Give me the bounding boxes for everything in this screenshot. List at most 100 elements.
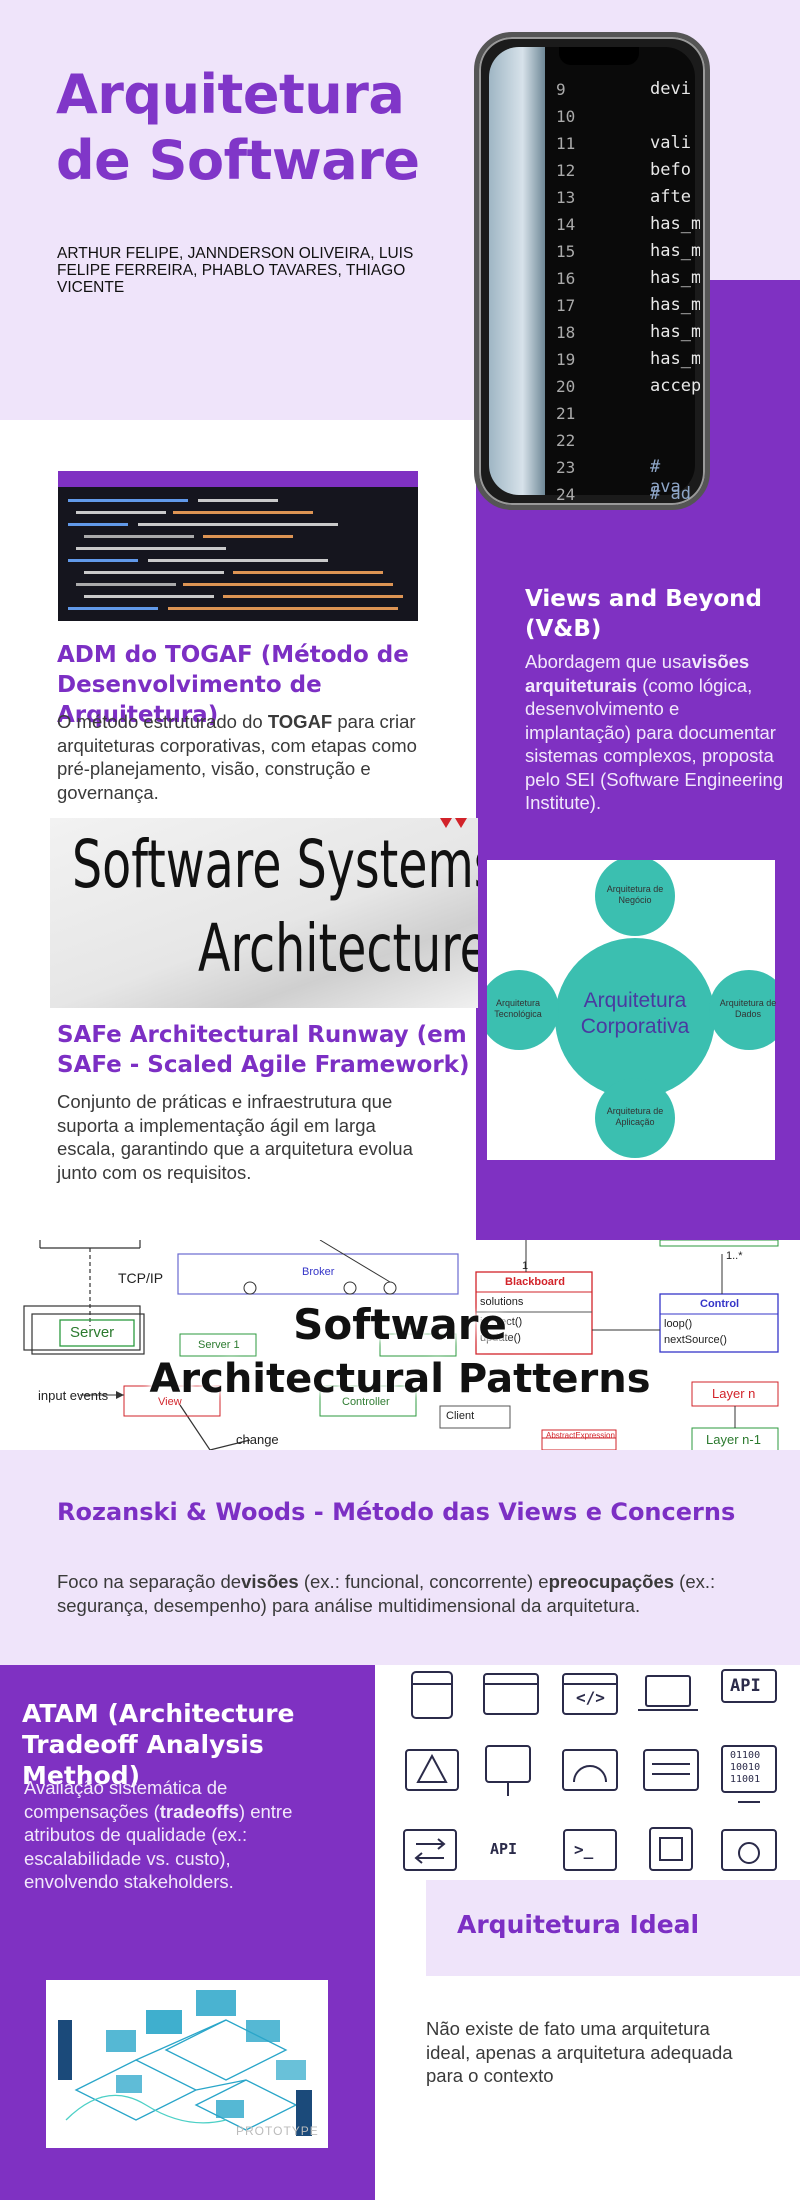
rozanski-text-mid: (ex.: funcional, concorrente) e bbox=[298, 1571, 549, 1592]
label-layer-n1: Layer n-1 bbox=[706, 1432, 761, 1447]
book-cover-image: Software Systems Architecture bbox=[50, 818, 478, 1008]
prompt-icon-label: >_ bbox=[574, 1840, 594, 1859]
title-line-2: de Software bbox=[56, 129, 420, 192]
label-next-source: nextSource() bbox=[664, 1334, 727, 1346]
togaf-text-bold: TOGAF bbox=[267, 711, 333, 732]
phone-screen bbox=[489, 47, 695, 495]
togaf-text-pre: O método estruturado do bbox=[57, 711, 268, 732]
vb-text-pre: Abordagem que usa bbox=[525, 651, 692, 672]
label-controller: Controller bbox=[342, 1396, 390, 1408]
ideal-text: Não existe de fato uma arquitetura ideal… bbox=[426, 2018, 733, 2086]
atam-text-post: ) entre atributos de qualidade (ex.: esc… bbox=[24, 1800, 293, 1893]
image-top-bar bbox=[58, 471, 418, 487]
rozanski-text: Foco na separação devisões (ex.: funcion… bbox=[57, 1570, 777, 1617]
label-server: Server bbox=[70, 1324, 115, 1341]
phone-code-line: has_m bbox=[650, 322, 700, 342]
phone-code-line: has_m bbox=[650, 349, 700, 369]
label-view: View bbox=[158, 1396, 182, 1408]
binary-line-3: 11001 bbox=[730, 1774, 761, 1785]
atam-text-bold: tradeoffs bbox=[159, 1800, 239, 1822]
phone-line-number: 20 bbox=[556, 377, 576, 396]
phone-image bbox=[474, 32, 710, 510]
label-solutions: solutions bbox=[480, 1296, 524, 1308]
isometric-cloud-image: PROTOTYPE bbox=[46, 1980, 328, 2148]
corp-right-label: Arquitetura de Dados bbox=[719, 998, 777, 1019]
binary-line-1: 01100 bbox=[730, 1750, 761, 1761]
phone-line-number: 17 bbox=[556, 296, 576, 315]
phone-code-line: has_m bbox=[650, 268, 700, 288]
phone-line-number: 9 bbox=[556, 80, 566, 99]
rozanski-section bbox=[0, 1450, 800, 1665]
phone-notch bbox=[559, 47, 639, 65]
label-tcpip: TCP/IP bbox=[118, 1270, 164, 1286]
corp-diagram-svg bbox=[479, 856, 789, 1158]
phone-line-number: 16 bbox=[556, 269, 576, 288]
isometric-graphic bbox=[58, 1990, 312, 2136]
binary-line-2: 10010 bbox=[730, 1762, 761, 1773]
corp-center-label: Arquitetura Corporativa bbox=[580, 989, 690, 1038]
togaf-title: ADM do TOGAF (Método de Desenvolvimento … bbox=[57, 642, 409, 728]
rozanski-text-pre: Foco na separação de bbox=[57, 1571, 242, 1592]
icon-grid-svg bbox=[403, 1669, 777, 1871]
label-one-dots: 1..* bbox=[726, 1250, 743, 1262]
api-icon-1-label: API bbox=[730, 1676, 761, 1696]
patterns-diagram-svg bbox=[23, 1240, 779, 1450]
atam-text: Avaliação sistemática de compensações (t… bbox=[24, 1776, 324, 1894]
patterns-banner: TCP/IP Server Broker Server 1 input even… bbox=[0, 1240, 800, 1450]
api-icon-2-label: API bbox=[490, 1840, 518, 1858]
corp-diagram: Arquitetura Corporativa Arquitetura de N… bbox=[479, 856, 789, 1160]
label-input-events: input events bbox=[38, 1388, 109, 1403]
safe-text: Conjunto de práticas e infraestrutura qu… bbox=[57, 1091, 413, 1183]
corp-top-label: Arquitetura de Negócio bbox=[606, 884, 664, 905]
book-triangles bbox=[440, 818, 467, 828]
phone-line-number: 23 bbox=[556, 458, 576, 477]
phone-code-line: # ava bbox=[650, 457, 681, 497]
phone-code-line: afte bbox=[650, 187, 691, 207]
label-blackboard: Blackboard bbox=[505, 1276, 565, 1288]
phone-code-line: # ad bbox=[650, 484, 691, 500]
code-lines-graphic bbox=[58, 487, 418, 621]
corp-left-label: Arquitetura Tecnológica bbox=[494, 998, 542, 1019]
corp-bottom-label: Arquitetura de Aplicação bbox=[606, 1106, 664, 1127]
label-abstract: AbstractExpression bbox=[546, 1431, 615, 1440]
atam-title: ATAM (Architecture Tradeoff Analysis Met… bbox=[22, 1699, 295, 1790]
ideal-title: Arquitetura Ideal bbox=[457, 1910, 700, 1939]
safe-title: SAFe Architectural Runway (em SAFe - Sca… bbox=[57, 1022, 470, 1078]
phone-line-number: 24 bbox=[556, 485, 576, 500]
phone-line-number: 19 bbox=[556, 350, 576, 369]
phone-code-line: has_m bbox=[650, 295, 700, 315]
code-icon-label: </> bbox=[576, 1688, 605, 1707]
togaf-text: O método estruturado do TOGAF para criar… bbox=[57, 710, 417, 804]
phone-blur-strip bbox=[489, 47, 545, 495]
title-line-1: Arquitetura bbox=[56, 63, 405, 126]
ideal-title-box bbox=[426, 1880, 800, 1976]
phone-line-number: 13 bbox=[556, 188, 576, 207]
iso-watermark: PROTOTYPE bbox=[236, 2124, 319, 2138]
label-control: Control bbox=[700, 1298, 740, 1310]
patterns-banner-line-2: Architectural Patterns bbox=[149, 1356, 651, 1402]
label-server1: Server 1 bbox=[198, 1339, 240, 1351]
label-broker: Broker bbox=[302, 1266, 335, 1278]
phone-line-number: 15 bbox=[556, 242, 576, 261]
vb-text-post: (como lógica, desenvolvimento e implanta… bbox=[525, 674, 784, 814]
phone-code-line: vali bbox=[650, 133, 691, 153]
phone-line-number: 14 bbox=[556, 215, 576, 234]
phone-code-line: accep bbox=[650, 376, 700, 396]
atam-text-pre: Avaliação sistemática de compensações ( bbox=[24, 1777, 228, 1822]
phone-line-number: 10 bbox=[556, 107, 576, 126]
label-loop: loop() bbox=[664, 1318, 693, 1330]
label-update: update() bbox=[480, 1332, 521, 1344]
label-inspect: inspect() bbox=[480, 1316, 523, 1328]
label-one: 1 bbox=[522, 1260, 529, 1272]
vb-title: Views and Beyond (V&B) bbox=[525, 586, 762, 642]
icon-grid: API </> 01100 10010 11001 API >_ bbox=[398, 1662, 800, 1882]
label-layer-n: Layer n bbox=[712, 1386, 756, 1401]
label-change: change bbox=[236, 1432, 279, 1447]
authors: ARTHUR FELIPE, JANNDERSON OLIVEIRA, LUIS… bbox=[57, 245, 414, 296]
rozanski-title: Rozanski & Woods - Método das Views e Co… bbox=[57, 1498, 736, 1526]
phone-code-line: has_m bbox=[650, 214, 700, 234]
book-line-2: Architecture bbox=[198, 910, 478, 987]
patterns-banner-line-1: Software bbox=[293, 1300, 507, 1349]
vb-text: Abordagem que usavisões arquiteturais (c… bbox=[525, 650, 790, 815]
